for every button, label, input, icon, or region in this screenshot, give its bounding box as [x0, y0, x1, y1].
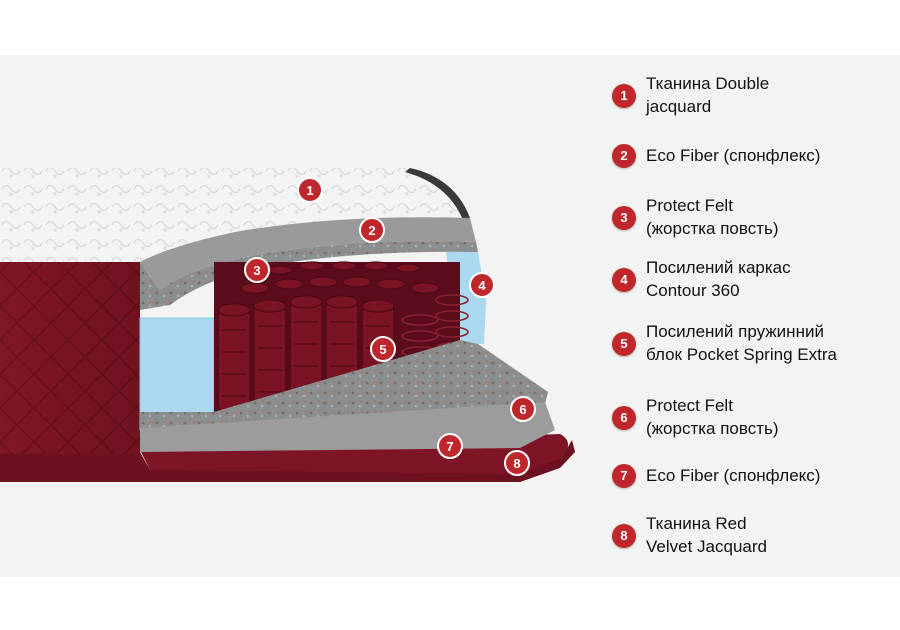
legend-number-badge: 4	[612, 268, 636, 292]
legend-number-badge: 7	[612, 464, 636, 488]
marker-6: 6	[510, 396, 536, 422]
legend-number-badge: 8	[612, 524, 636, 548]
svg-text:5: 5	[379, 342, 386, 357]
jacquard-top-layer	[0, 168, 470, 262]
legend-number-badge: 3	[612, 206, 636, 230]
legend-label: Тканина Red Velvet Jacquard	[646, 514, 767, 556]
svg-text:2: 2	[368, 223, 375, 238]
layer-legend: 1 Тканина Double jacquard 2 Eco Fiber (с…	[612, 72, 897, 562]
legend-label: Eco Fiber (спонфлекс)	[646, 466, 821, 485]
legend-number-badge: 1	[612, 84, 636, 108]
marker-8: 8	[504, 450, 530, 476]
svg-text:7: 7	[446, 439, 453, 454]
svg-text:6: 6	[519, 402, 526, 417]
marker-5: 5	[370, 336, 396, 362]
foam-frame-left	[140, 318, 214, 430]
svg-text:3: 3	[253, 263, 260, 278]
legend-label: Посилений пружинний блок Pocket Spring E…	[646, 322, 837, 364]
marker-7: 7	[437, 433, 463, 459]
legend-label: Посилений каркас Contour 360	[646, 258, 791, 300]
marker-2: 2	[359, 217, 385, 243]
legend-label: Protect Felt (жорстка повсть)	[646, 196, 779, 238]
legend-label: Eco Fiber (спонфлекс)	[646, 146, 821, 165]
marker-1: 1	[297, 177, 323, 203]
legend-label: Тканина Double jacquard	[646, 74, 770, 116]
legend-number-badge: 5	[612, 332, 636, 356]
legend-label: Protect Felt (жорстка повсть)	[646, 396, 779, 438]
marker-4: 4	[469, 272, 495, 298]
svg-text:1: 1	[306, 183, 313, 198]
svg-text:8: 8	[513, 456, 520, 471]
svg-text:4: 4	[478, 278, 486, 293]
eco-fiber-upper-layer	[140, 217, 476, 290]
marker-3: 3	[244, 257, 270, 283]
protect-felt-lower-layer	[140, 340, 548, 430]
legend-number-badge: 6	[612, 406, 636, 430]
legend-number-badge: 2	[612, 144, 636, 168]
protect-felt-upper-layer	[140, 241, 478, 310]
